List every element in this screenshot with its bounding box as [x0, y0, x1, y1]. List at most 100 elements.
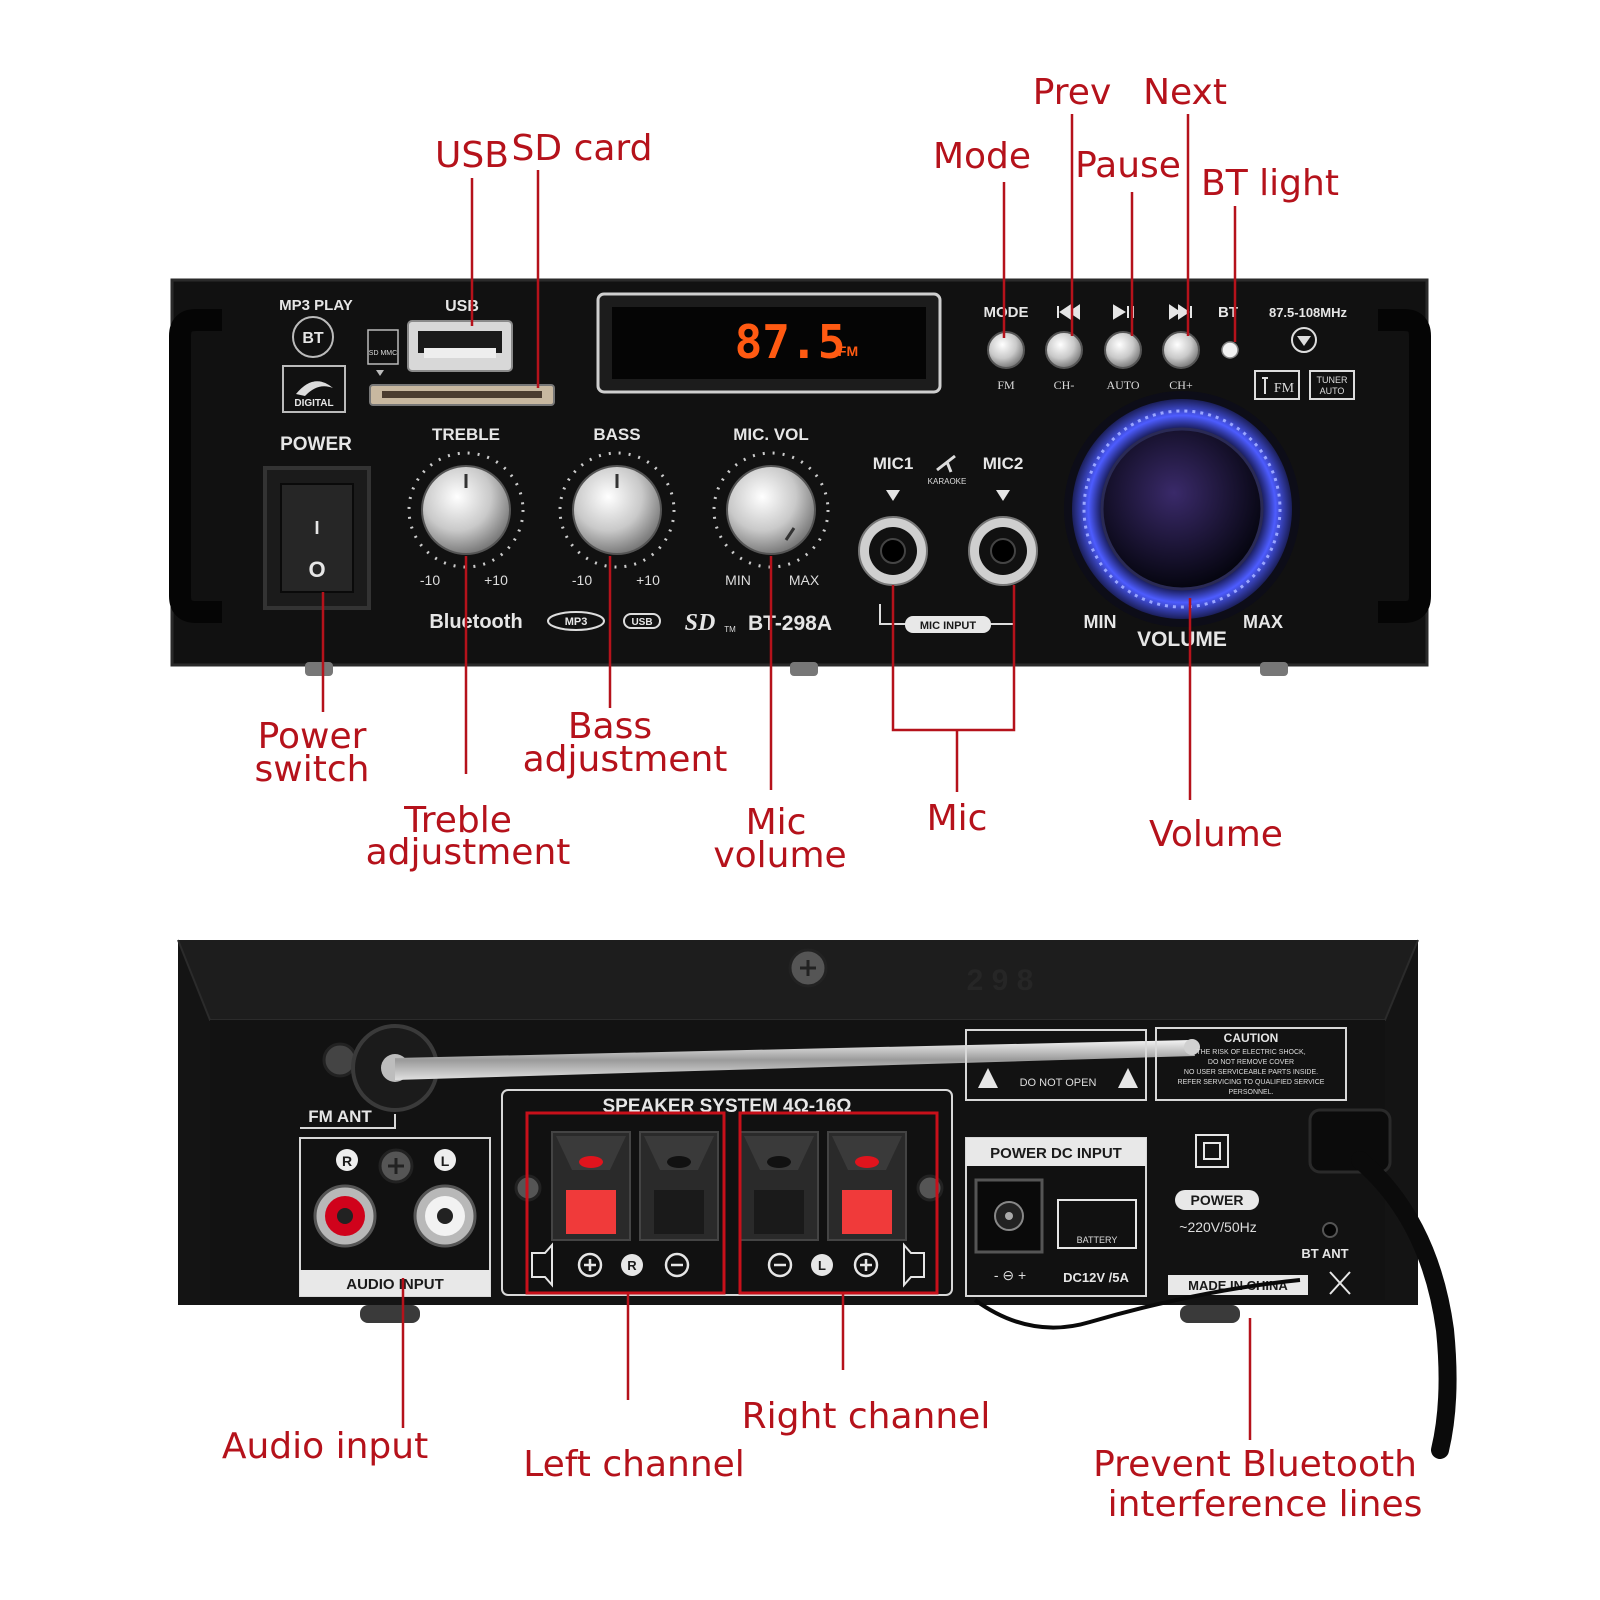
battery-label: BATTERY: [1077, 1235, 1118, 1245]
digital-logo-icon: [296, 381, 333, 396]
made-in-badge: [1168, 1275, 1308, 1295]
sd-logo-icon: SD: [685, 610, 716, 636]
mic-input-badge: [905, 616, 991, 633]
bass-min-label: -10: [572, 572, 592, 588]
tuner-auto-label: AUTO: [1320, 386, 1345, 396]
caution-line-2: DO NOT REMOVE COVER: [1208, 1059, 1294, 1066]
next-icon: [1169, 304, 1192, 320]
terminal-left-minus[interactable]: [739, 1131, 819, 1241]
annotation-right-channel: Right channel: [742, 1396, 991, 1437]
volume-label: VOLUME: [1137, 628, 1227, 651]
usb-logo-icon: [623, 613, 661, 629]
prev-button[interactable]: [1045, 331, 1083, 369]
left-channel-highlight: [525, 1111, 726, 1295]
next-sub-label: CH+: [1169, 378, 1193, 392]
do-not-open-label: DO NOT OPEN: [1020, 1077, 1097, 1089]
warning-triangle-icon: [978, 1068, 998, 1088]
power-badge: [1175, 1190, 1259, 1210]
sd-mmc-badge: [367, 329, 399, 365]
annotation-power-switch-line2: switch: [255, 749, 370, 790]
annotation-mic-volume-line1: Mic: [746, 802, 807, 843]
digital-label: DIGITAL: [294, 398, 333, 409]
ir-receiver: [1291, 327, 1317, 353]
next-button[interactable]: [1162, 331, 1200, 369]
treble-label: TREBLE: [432, 425, 500, 444]
annotation-prev: Prev: [1033, 72, 1112, 113]
mode-sub-label: FM: [997, 378, 1015, 392]
right-channel-highlight: [738, 1111, 939, 1295]
bluetooth-logo-text: Bluetooth: [429, 611, 522, 633]
pause-sub-label: AUTO: [1106, 378, 1139, 392]
prev-sub-label: CH-: [1054, 378, 1075, 392]
front-annotations: USB SD card Mode Prev Pause Next BT ligh…: [255, 72, 1339, 876]
emboss-number: 2 9 8: [967, 964, 1034, 997]
rear-annotations: Audio input Left channel Right channel P…: [222, 1278, 1423, 1525]
power-dc-input-label: POWER DC INPUT: [990, 1145, 1122, 1162]
fm-antenna-icon: [1262, 377, 1268, 394]
weee-bin-icon: [1329, 1271, 1351, 1295]
dc-spec-label: DC12V /5A: [1063, 1270, 1129, 1285]
mic1-label: MIC1: [873, 454, 914, 473]
pause-button[interactable]: [1104, 331, 1142, 369]
caution-line-5: PERSONNEL.: [1228, 1089, 1273, 1096]
power-cord-plug: [1308, 1108, 1392, 1174]
bt-indicator-light: [1221, 341, 1239, 359]
speaker-icon-right: [531, 1242, 553, 1288]
display-frequency: 87.5: [735, 315, 846, 369]
annotation-audio-input: Audio input: [222, 1426, 428, 1467]
annotation-bass-line2: adjustment: [523, 739, 728, 780]
tm-mark: TM: [724, 625, 736, 634]
power-cord: [1351, 1151, 1457, 1459]
bt-ant-label: BT ANT: [1301, 1246, 1348, 1261]
caution-line-4: REFER SERVICING TO QUALIFIED SERVICE: [1178, 1079, 1325, 1086]
treble-knob[interactable]: [421, 465, 511, 555]
prev-icon: [1057, 304, 1080, 320]
fm-ant-label: FM ANT: [308, 1107, 372, 1126]
annotation-power-switch-line1: Power: [258, 716, 367, 757]
bass-knob[interactable]: [572, 465, 662, 555]
tuner-label: TUNER: [1317, 375, 1348, 385]
karaoke-label: KARAOKE: [928, 477, 967, 486]
terminal-left-plus[interactable]: [827, 1131, 907, 1241]
shock-triangle-icon: [1118, 1068, 1138, 1088]
annotation-pause: Pause: [1075, 145, 1181, 186]
caution-title: CAUTION: [1224, 1031, 1279, 1045]
annotation-usb: USB: [435, 135, 509, 176]
mode-panel-label: MODE: [984, 304, 1029, 321]
dc-polarity-icon: - ⊖ +: [994, 1267, 1026, 1283]
terminal-l-label: L: [818, 1258, 826, 1273]
made-in-label: MADE IN CHINA: [1188, 1278, 1288, 1293]
model-number: BT-298A: [748, 612, 832, 635]
bt-ant-port: [1322, 1222, 1338, 1238]
rca-l-label: L: [441, 1153, 450, 1169]
left-channel-polarity: L: [767, 1242, 925, 1288]
fm-box-label: FM: [1274, 381, 1295, 396]
mode-button[interactable]: [987, 331, 1025, 369]
mic-vol-label: MIC. VOL: [733, 425, 809, 444]
mp3-logo-icon: [547, 611, 605, 631]
right-channel-polarity: R: [531, 1242, 690, 1288]
double-insulation-icon: [1195, 1134, 1229, 1168]
bt-panel-label: BT: [1218, 304, 1238, 321]
power-label: POWER: [280, 434, 352, 455]
mic2-label: MIC2: [983, 454, 1024, 473]
fm-antenna-rod[interactable]: [395, 1040, 1195, 1080]
volume-knob[interactable]: [1100, 427, 1264, 591]
terminal-right-plus[interactable]: [551, 1131, 631, 1241]
left-handle: [169, 309, 222, 623]
warning-label-box: [965, 1029, 1147, 1101]
annotation-bt-lines-line2: interference lines: [1108, 1484, 1423, 1525]
terminal-right-minus[interactable]: [639, 1131, 719, 1241]
mic-vol-knob[interactable]: [726, 465, 816, 555]
caution-line-3: NO USER SERVICEABLE PARTS INSIDE.: [1184, 1069, 1318, 1076]
mic-vol-max-label: MAX: [789, 572, 820, 588]
annotation-bt-lines-line1: Prevent Bluetooth: [1093, 1444, 1417, 1485]
caution-box: [1155, 1027, 1347, 1101]
usb-logo-label: USB: [631, 617, 652, 628]
annotation-treble-line1: Treble: [403, 800, 512, 841]
treble-min-label: -10: [420, 572, 440, 588]
power-badge-label: POWER: [1191, 1192, 1244, 1208]
rear-panel: 2 9 8 FM ANT R L AUDIO INPUT SPEAKER SYS…: [177, 939, 1457, 1459]
annotation-bass-line1: Bass: [568, 706, 652, 747]
